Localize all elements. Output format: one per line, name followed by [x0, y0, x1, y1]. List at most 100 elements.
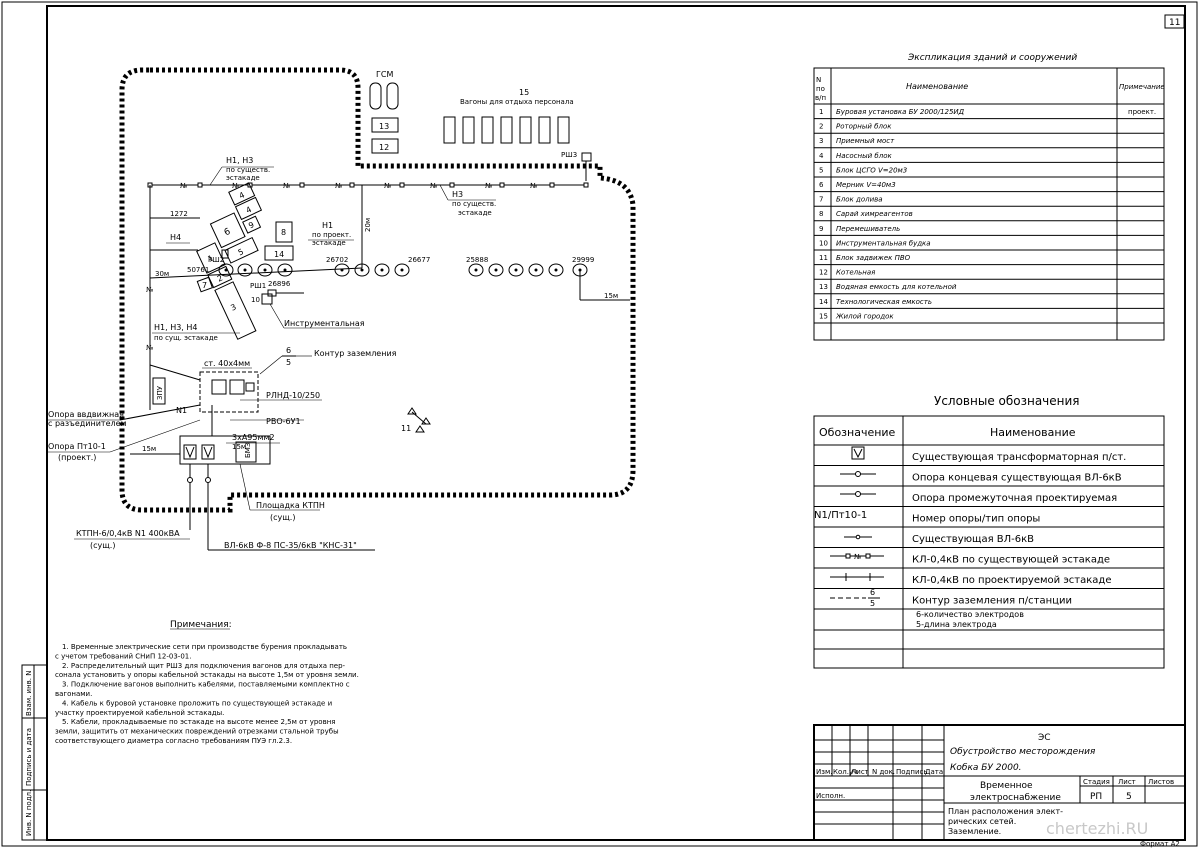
note-line: 5. Кабели, прокладываемые по эстакаде на… [62, 718, 336, 726]
side-inv: Инв. N подл. [25, 790, 33, 836]
explication-row-name: Сарай химреагентов [836, 210, 913, 218]
explication-row-num: 5 [819, 166, 823, 174]
building-3 [214, 281, 257, 340]
svg-text:1: 1 [206, 253, 214, 263]
side-sign: Подпись и дата [25, 728, 33, 786]
svg-text:в/п: в/п [815, 94, 826, 102]
frac-bot: 5 [286, 358, 291, 367]
building-9 [242, 215, 262, 234]
label-cable: 3хА95мм2 [232, 433, 275, 442]
rsh2-box [221, 249, 229, 259]
tb-executor: Исполн. [816, 792, 845, 800]
explication-row-name: Блок задвижек ПВО [836, 254, 911, 262]
support-circles [218, 263, 588, 277]
svg-text:№: № [232, 182, 239, 190]
site-plan: ГСМ 13 12 15 Вагоны для отдыха персонала… [48, 67, 636, 551]
explication-row-name: Инструментальная будка [836, 239, 931, 247]
building-12 [371, 138, 399, 154]
svg-text:9: 9 [247, 220, 255, 230]
tb-section-1: Временное [980, 781, 1033, 791]
label-n1-proj-est: эстакаде [312, 239, 346, 247]
inner-frame [46, 5, 1186, 841]
svg-text:5: 5 [870, 599, 875, 608]
note-line: 1. Временные электрические сети при прои… [62, 643, 347, 651]
legend-row-name: Номер опоры/тип опоры [912, 514, 1040, 525]
building-13 [371, 117, 399, 133]
svg-text:5: 5 [237, 247, 245, 257]
ktpn-transformer-1 [183, 444, 197, 460]
explication-row-num: 14 [819, 298, 828, 306]
legend-row-name: КЛ-0,4кВ по проектируемой эстакаде [912, 575, 1112, 586]
svg-text:4: 4 [238, 190, 246, 200]
tb-h-list: Лист [851, 768, 869, 776]
legend-symbols: N1/Пт10-1 № 65 [814, 446, 884, 608]
label-steel-strip: ст. 40х4мм [204, 359, 250, 368]
rsh3-label: РШ3 [561, 151, 577, 159]
note-line: участку проектируемой кабельной эстакады… [55, 709, 224, 717]
notes-block: Примечания: 1. Временные электрические с… [55, 620, 359, 745]
label-n1n3n4: Н1, Н3, Н4 [154, 323, 198, 332]
label-opora-pt-1: Опора Пт10-1 [48, 442, 106, 451]
explication-row-num: 2 [819, 123, 823, 131]
label-n3-est: эстакаде [458, 209, 492, 217]
building-12-label: 12 [379, 143, 389, 152]
bop-block-11 [407, 407, 431, 433]
explication-row-name: Технологическая емкость [836, 298, 932, 306]
label-ktpn-1: КТПН-6/0,4кВ N1 400кВА [76, 529, 180, 538]
note-line: 2. Распределительный щит РШ3 для подключ… [62, 662, 346, 670]
label-vl-feeder: ВЛ-6кВ Ф-8 ПС-35/6кВ "КНС-31" [224, 541, 357, 550]
explication-row-num: 7 [819, 196, 823, 204]
legend-col-symbol: Обозначение [819, 426, 896, 439]
legend-symbol-opora: N1/Пт10-1 [814, 510, 867, 521]
explication-row-name: Блок ЦСГО V=20м3 [836, 166, 907, 174]
value-26702: 26702 [326, 256, 348, 264]
tb-format: Формат А2 [1140, 840, 1180, 848]
substation-symbol [851, 446, 865, 460]
building-2 [207, 265, 233, 289]
building-8-label: 8 [281, 228, 286, 237]
label-n1-proj: Н1 [322, 221, 333, 230]
value-25888: 25888 [466, 256, 488, 264]
side-vzam: Взам. инв. N [25, 671, 33, 716]
housing-label: Вагоны для отдыха персонала [460, 98, 574, 106]
explication-row-name: Перемешиватель [836, 225, 900, 233]
label-n4: Н4 [170, 233, 181, 242]
zpu-box [152, 377, 166, 405]
svg-text:№: № [384, 182, 391, 190]
gsm-tank-1 [369, 82, 382, 110]
svg-text:2: 2 [216, 273, 224, 283]
svg-text:№: № [430, 182, 437, 190]
building-10 [261, 293, 273, 305]
svg-text:№: № [335, 182, 342, 190]
building-13-label: 13 [379, 122, 389, 131]
explication-row-num: 1 [819, 108, 823, 116]
label-n3-po: по существ. [452, 200, 496, 208]
value-29999: 29999 [572, 256, 594, 264]
tb-sheet: 5 [1126, 792, 1132, 802]
label-instrumental: Инструментальная [284, 319, 365, 328]
building-4b [234, 196, 263, 221]
label-ktpn-2: (сущ.) [90, 541, 115, 550]
note-line: вагонами. [55, 690, 92, 698]
building-8 [275, 221, 293, 243]
tb-h-data: Дата [925, 768, 943, 776]
tb-drawing-1: План расположения элект- [948, 807, 1063, 816]
dim-20m: 20м [364, 218, 372, 232]
svg-text:6: 6 [870, 588, 875, 597]
gsm-tank-2 [386, 82, 399, 110]
svg-text:6: 6 [223, 227, 233, 239]
watermark: chertezhi.RU [1046, 819, 1148, 838]
tb-project-1: Обустройство месторождения [950, 747, 1096, 757]
building-7 [196, 276, 213, 293]
dim-15m-right: 15м [604, 292, 618, 300]
label-n1: N1 [176, 406, 187, 415]
explication-row-num: 13 [819, 283, 828, 291]
explication-row-name: Насосный блок [836, 152, 892, 160]
tb-code: ЭС [1038, 733, 1051, 743]
marker-left-2: № [146, 344, 153, 352]
building-7-label: 7 [202, 281, 207, 290]
explication-table: Экспликация зданий и сооружений N по в/п… [813, 53, 1165, 341]
